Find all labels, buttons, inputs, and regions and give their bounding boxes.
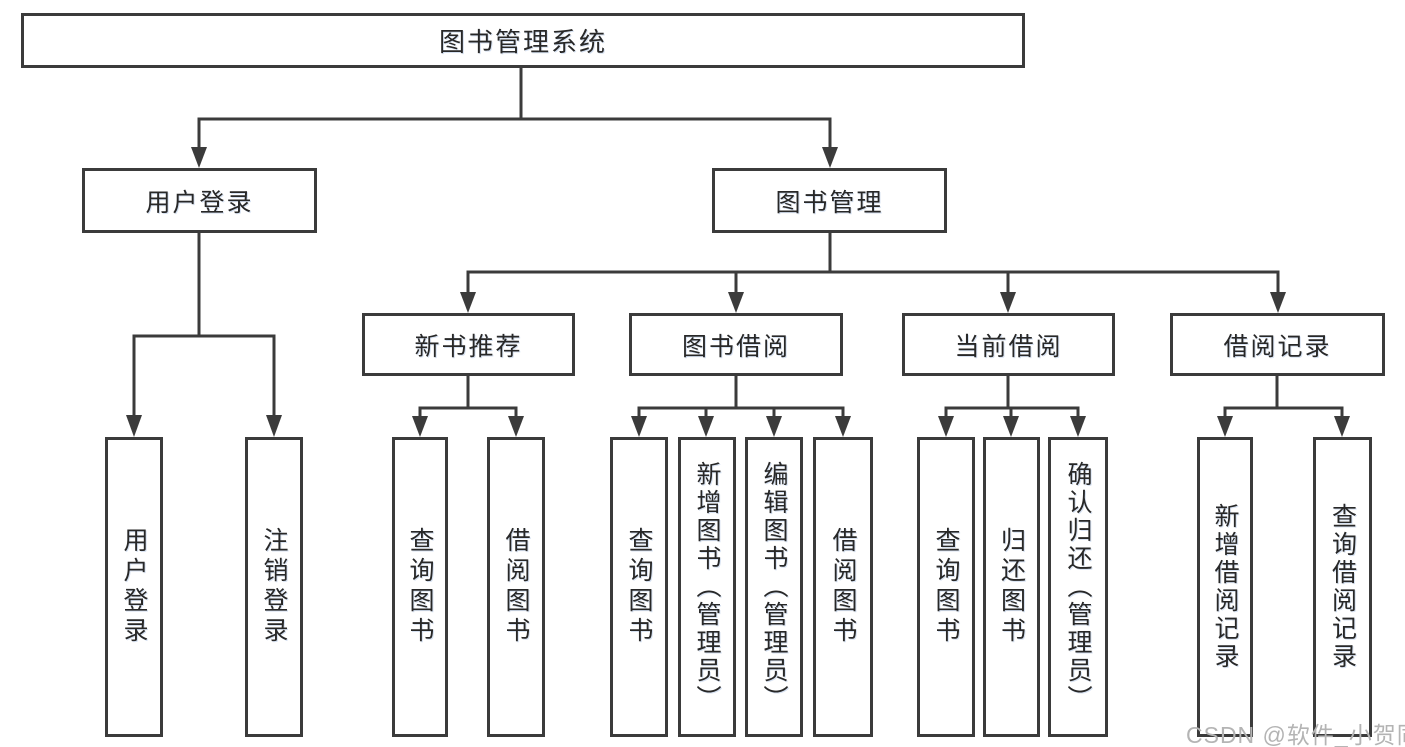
node-root-label: 图书管理系统 [438,27,607,57]
leaf-edit-book-admin-label: 编辑图书（管理员） [760,461,788,713]
leaf-user-login: 用户登录 [105,437,163,737]
leaf-query-borrow-record: 查询借阅记录 [1313,437,1372,737]
leaf-user-login-label: 用户登录 [120,527,148,647]
leaf-return-books-label: 归还图书 [997,527,1026,647]
leaf-query-books-current: 查询图书 [917,437,975,737]
node-book-management-label: 图书管理 [775,188,884,217]
node-current-borrow-label: 当前借阅 [954,332,1063,361]
csdn-watermark: CSDN @软件_小贺同学 [1186,722,1405,747]
leaf-logout-label: 注销登录 [260,527,288,647]
leaf-query-books-recommend: 查询图书 [392,437,448,737]
leaf-query-books-current-label: 查询图书 [932,527,960,647]
leaf-query-books-recommend-label: 查询图书 [406,527,434,647]
leaf-confirm-return-admin-label: 确认归还（管理员） [1064,461,1092,713]
leaf-query-borrow-record-label: 查询借阅记录 [1328,503,1357,671]
leaf-return-books: 归还图书 [983,437,1040,737]
node-book-borrow-label: 图书借阅 [681,332,790,361]
node-borrow-records: 借阅记录 [1170,313,1385,376]
leaf-borrow-books-recommend: 借阅图书 [487,437,545,737]
connector-lines [132,68,1344,418]
leaf-logout: 注销登录 [245,437,303,737]
node-user-login: 用户登录 [82,168,317,233]
node-borrow-records-label: 借阅记录 [1223,332,1332,361]
leaf-borrow-books-2: 借阅图书 [813,437,873,737]
node-user-login-label: 用户登录 [145,188,254,217]
node-root: 图书管理系统 [21,13,1025,68]
leaf-add-book-admin: 新增图书（管理员） [678,437,736,737]
node-book-borrow: 图书借阅 [629,313,843,376]
leaf-add-book-admin-label: 新增图书（管理员） [693,461,721,713]
leaf-add-borrow-record: 新增借阅记录 [1197,437,1253,737]
leaf-edit-book-admin: 编辑图书（管理员） [745,437,803,737]
leaf-borrow-books-recommend-label: 借阅图书 [502,527,530,647]
leaf-query-books-borrow-label: 查询图书 [625,527,653,647]
node-new-book-recommend-label: 新书推荐 [414,332,523,361]
node-book-management: 图书管理 [712,168,947,233]
leaf-confirm-return-admin: 确认归还（管理员） [1048,437,1108,737]
node-current-borrow: 当前借阅 [902,313,1115,376]
leaf-borrow-books-2-label: 借阅图书 [829,527,857,647]
leaf-query-books-borrow: 查询图书 [610,437,668,737]
node-new-book-recommend: 新书推荐 [362,313,575,376]
arrowheads [126,147,1350,437]
leaf-add-borrow-record-label: 新增借阅记录 [1211,503,1239,671]
